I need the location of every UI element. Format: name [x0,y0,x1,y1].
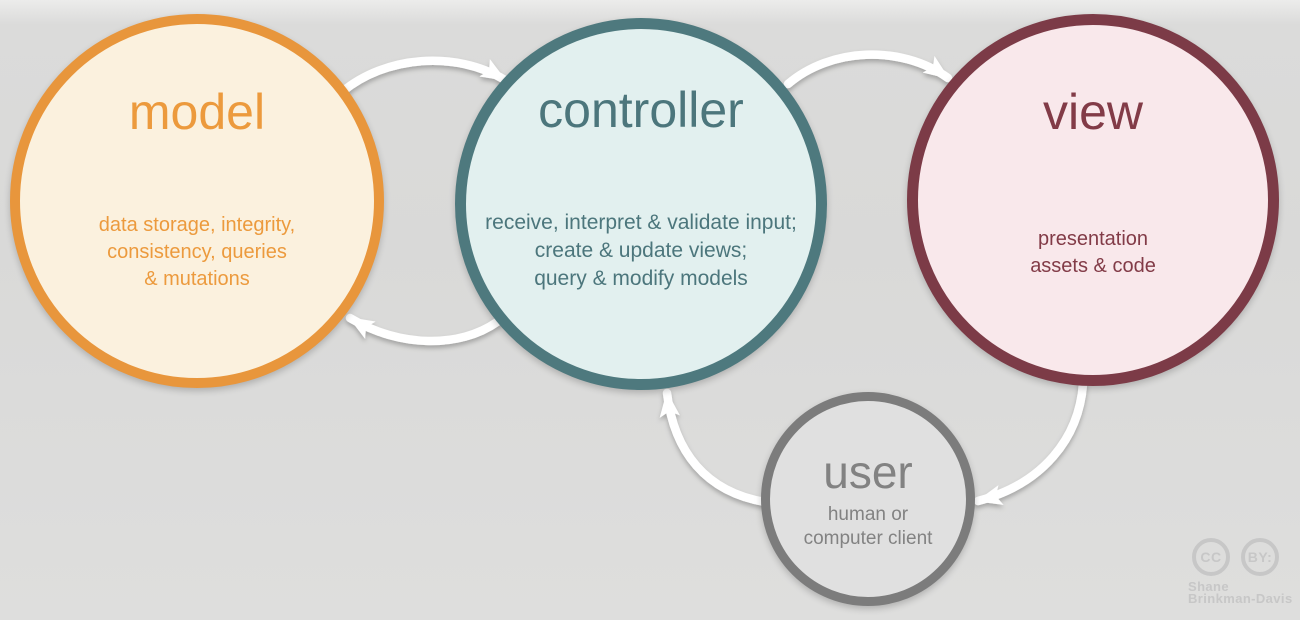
arrow-controller-to-model [345,313,502,346]
arrow-model-to-controller [337,56,510,97]
cc-icon-label: CC [1200,549,1222,565]
arrow-user-to-controller [659,388,770,507]
view-title: view [1042,84,1144,140]
cc-by-icon-label: BY: [1247,549,1273,565]
model-node: model data storage, integrity, consisten… [10,14,384,388]
user-description: human or computer client [803,504,933,549]
view-description: presentation assets & code [1030,228,1156,277]
view-node: view presentation assets & code [907,14,1279,386]
arrow-controller-to-view [783,50,953,89]
cc-icon: CC [1192,538,1230,576]
cc-by-icon: BY: [1241,538,1279,576]
controller-description: receive, interpret & validate input; cre… [485,211,797,290]
user-node: user human or computer client [761,392,975,606]
model-title: model [128,84,266,140]
license-badges: CC BY: [1192,538,1298,576]
controller-node: controller receive, interpret & validate… [455,18,827,390]
license-attribution: CC BY: Shane Brinkman-Davis [1188,538,1298,605]
model-description: data storage, integrity, consistency, qu… [98,214,296,290]
controller-title: controller [538,82,744,138]
author-name: Shane Brinkman-Davis [1188,579,1293,606]
arrow-view-to-user [973,379,1088,506]
user-title: user [823,446,913,498]
